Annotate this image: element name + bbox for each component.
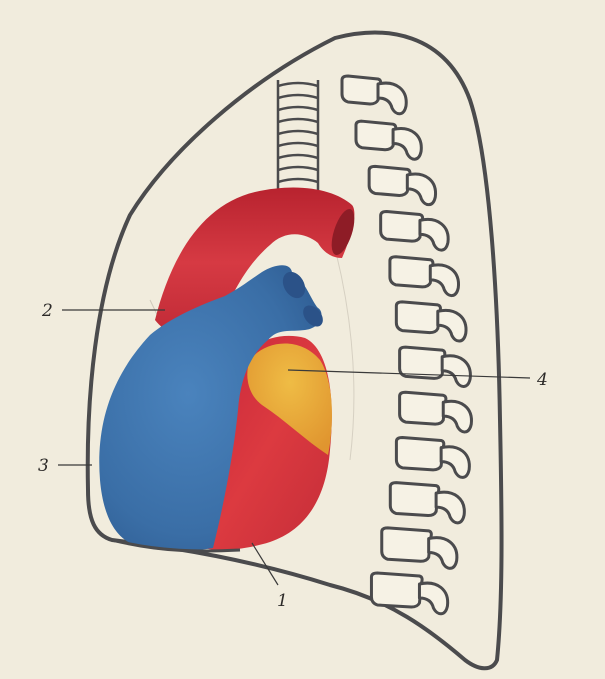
label-3: 3 — [38, 456, 49, 476]
label-2: 2 — [41, 301, 53, 321]
vertebra-body — [356, 121, 396, 150]
vertebra-body — [371, 573, 422, 607]
vertebra-body — [400, 392, 446, 424]
vertebra-body — [396, 302, 440, 333]
vertebra-body — [396, 437, 443, 469]
label-4: 4 — [536, 370, 548, 390]
vertebra-body — [390, 483, 438, 516]
vertebra-body — [390, 257, 433, 287]
vertebra-body — [342, 76, 381, 104]
label-1: 1 — [277, 591, 288, 611]
vertebra-body — [382, 528, 432, 561]
vertebra-body — [369, 166, 410, 195]
vertebra-body — [381, 212, 423, 242]
